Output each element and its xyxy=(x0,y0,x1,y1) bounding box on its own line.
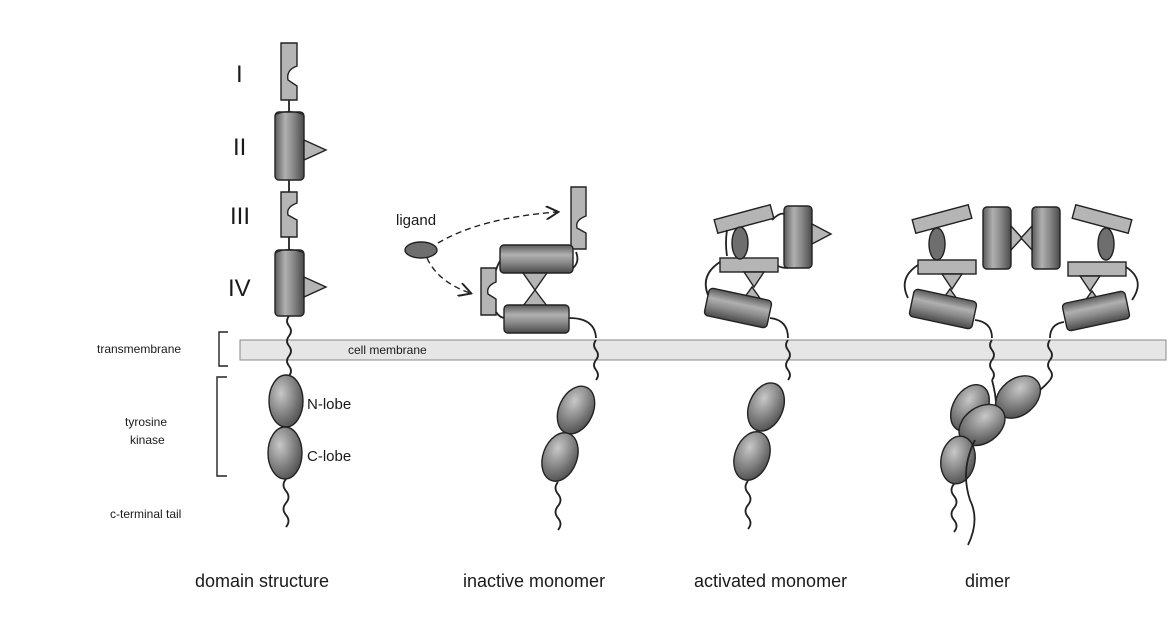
caption-dimer: dimer xyxy=(965,571,1010,591)
transmembrane-bracket xyxy=(218,331,228,367)
caption-activated-monomer: activated monomer xyxy=(694,571,847,591)
inactive-domain-ii xyxy=(499,244,574,274)
activated-c-lobe xyxy=(733,431,771,481)
domain-structure xyxy=(267,42,328,528)
activated-domain-ii xyxy=(783,205,813,269)
inactive-monomer xyxy=(404,186,599,531)
domain-label-iv: IV xyxy=(228,275,251,302)
caption-domain-structure: domain structure xyxy=(195,571,329,591)
c-lobe xyxy=(267,426,303,480)
ligand-arrow-lower xyxy=(426,257,470,293)
tyrosine-kinase-label-1: tyrosine xyxy=(125,415,167,429)
transmembrane-label: transmembrane xyxy=(97,342,181,356)
domain-label-iii: III xyxy=(230,203,250,230)
domain-iv-triangle xyxy=(303,275,328,299)
domain-iv-cylinder xyxy=(274,249,305,317)
inactive-domain-iii xyxy=(480,267,497,316)
domain-i-shape xyxy=(280,42,298,101)
dimer-center-triangle-left xyxy=(1010,224,1023,252)
dimer-left-domain-i xyxy=(917,259,977,275)
n-lobe xyxy=(268,374,304,428)
dimer-left-domain-ii xyxy=(982,206,1012,270)
activated-n-lobe xyxy=(746,382,786,432)
caption-inactive-monomer: inactive monomer xyxy=(463,571,605,591)
inactive-c-lobe xyxy=(541,432,579,482)
dimer-right-domain-ii xyxy=(1031,206,1061,270)
ligand-label: ligand xyxy=(396,212,436,229)
ligand-arrow-upper xyxy=(437,212,557,244)
activated-monomer xyxy=(703,203,833,530)
c-terminal-tail-label: c-terminal tail xyxy=(110,507,181,521)
inactive-n-lobe xyxy=(556,385,596,435)
dimer-left-triangle-top xyxy=(940,273,964,291)
dimer-left-domain-iv xyxy=(908,288,978,330)
inactive-triangle-bottom xyxy=(521,288,549,307)
dimer-center-triangle-right xyxy=(1020,224,1033,252)
dimer-right-triangle-top xyxy=(1078,275,1102,293)
inactive-domain-i xyxy=(570,186,587,250)
ligand-shape xyxy=(404,241,438,259)
dimer-right-domain-iv xyxy=(1061,290,1131,332)
inactive-triangle-top xyxy=(521,272,549,292)
dimer-left-ligand xyxy=(928,227,946,261)
domain-label-ii: II xyxy=(233,134,246,161)
activated-domain-iii xyxy=(713,203,775,235)
cell-membrane xyxy=(239,339,1167,361)
membrane-label: cell membrane xyxy=(348,343,427,357)
tyrosine-kinase-label-2: kinase xyxy=(130,433,165,447)
activated-triangle-top xyxy=(742,271,766,289)
domain-ii-triangle xyxy=(303,138,328,162)
activated-domain-i xyxy=(719,257,779,273)
inactive-domain-iv xyxy=(503,304,570,334)
dimer-left-domain-iii xyxy=(911,203,973,235)
activated-triangle-side xyxy=(811,222,833,246)
domain-label-i: I xyxy=(236,61,243,88)
n-lobe-label: N-lobe xyxy=(307,396,351,413)
kinase-bracket xyxy=(216,376,227,477)
activated-domain-iv xyxy=(703,287,773,329)
c-lobe-label: C-lobe xyxy=(307,448,351,465)
dimer-right-domain-iii xyxy=(1071,203,1133,235)
dimer-right-domain-i xyxy=(1067,261,1127,277)
activated-ligand xyxy=(731,226,749,260)
dimer xyxy=(903,203,1139,546)
dimer-right-ligand xyxy=(1097,227,1115,261)
domain-ii-cylinder xyxy=(274,111,305,181)
domain-iii-shape xyxy=(280,191,298,238)
